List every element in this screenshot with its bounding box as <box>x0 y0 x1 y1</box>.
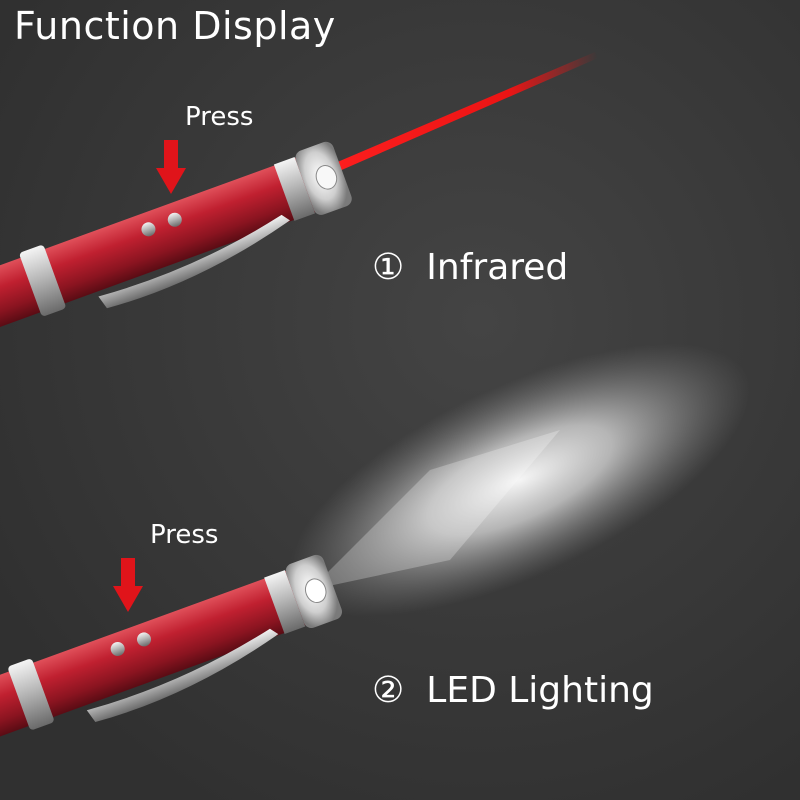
button-right <box>167 212 182 227</box>
page-title: Function Display <box>14 4 336 48</box>
pen-collar <box>273 157 316 221</box>
laser-beam <box>300 52 598 186</box>
button-left <box>141 222 156 237</box>
feature-label: Infrared <box>426 247 569 288</box>
pen-bottom <box>0 554 343 749</box>
pen-clip <box>86 628 279 723</box>
press-label-top: Press <box>185 102 254 132</box>
feature-label: LED Lighting <box>426 670 654 711</box>
feature-infrared: ① Infrared <box>372 247 568 288</box>
press-arrow-bottom-icon <box>113 558 143 612</box>
light-cone <box>310 430 560 590</box>
pen-ring <box>19 245 66 316</box>
button-left <box>110 641 125 656</box>
pen-top <box>0 141 352 338</box>
press-arrow-top-icon <box>156 140 186 194</box>
pen-collar <box>264 570 306 634</box>
button-right <box>137 632 152 647</box>
lens-icon <box>315 165 338 190</box>
feature-led-lighting: ② LED Lighting <box>372 670 654 711</box>
pen-ring <box>8 659 54 730</box>
press-label-bottom: Press <box>150 520 219 550</box>
light-beam <box>289 343 751 617</box>
led-icon <box>304 578 327 604</box>
feature-number: ② <box>372 670 405 711</box>
pen-clip <box>98 214 290 309</box>
feature-number: ① <box>372 247 405 288</box>
